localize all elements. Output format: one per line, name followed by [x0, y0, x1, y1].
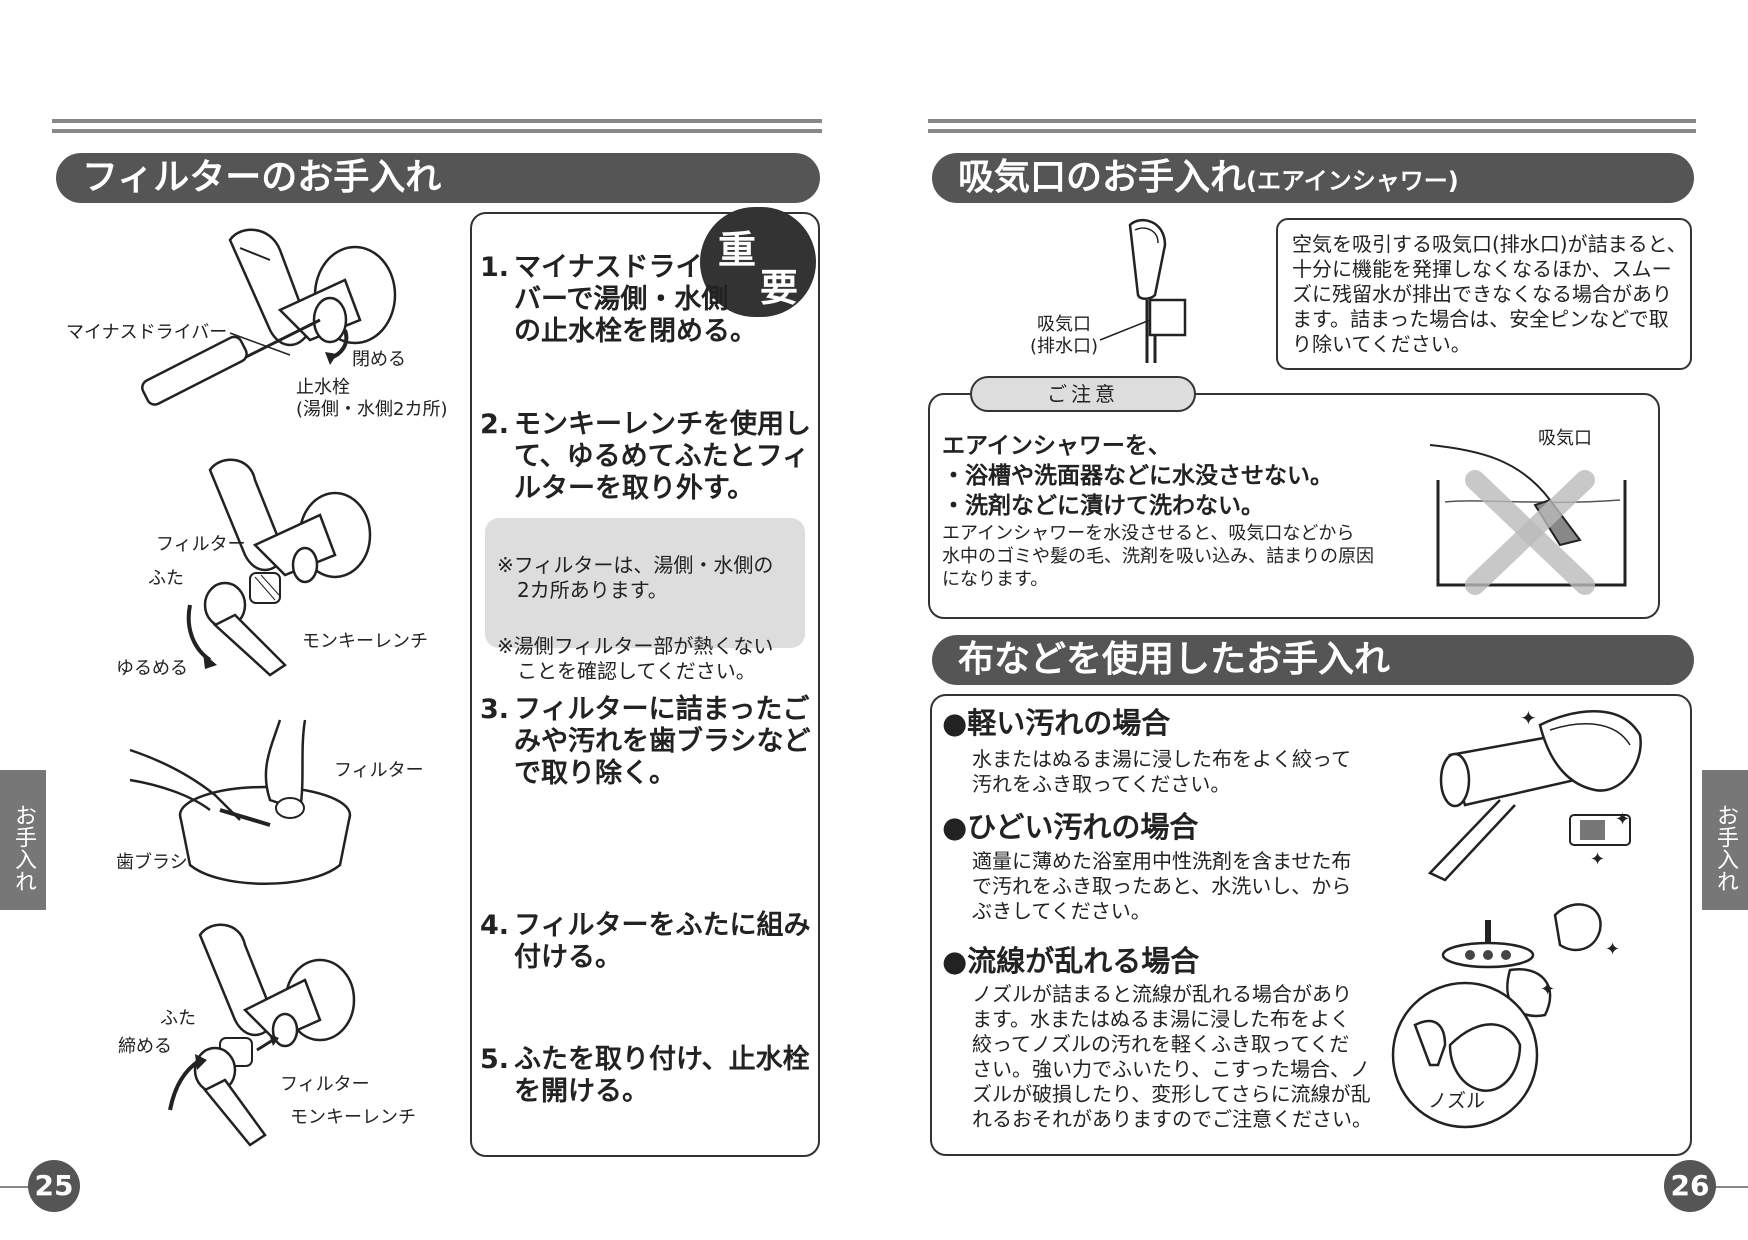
steps-box [470, 212, 820, 1157]
caution-main-text: エアインシャワーを、 ・浴槽や洗面器などに水没させない。 ・洗剤などに漬けて洗わ… [942, 433, 1333, 519]
label-toothbrush: 歯ブラシ [116, 852, 188, 873]
label-wrench-1: モンキーレンチ [302, 631, 428, 652]
label-lid-2: ふた [160, 1008, 196, 1029]
top-rule-left-1 [52, 119, 822, 123]
step-2: 2.モンキーレンチを使用し て、ゆるめてふたとフィ ルターを取り外す。 [480, 409, 811, 505]
step-2-text: モンキーレンチを使用し て、ゆるめてふたとフィ ルターを取り外す。 [514, 409, 811, 504]
step-1-number: 1. [480, 252, 510, 283]
step-4-number: 4. [480, 910, 510, 941]
top-rule-left-2 [52, 129, 822, 133]
top-rule-right-2 [928, 129, 1696, 133]
section-banner-filter: フィルターのお手入れ [56, 153, 820, 203]
label-wrench-2: モンキーレンチ [290, 1107, 416, 1128]
intake-info-text: 空気を吸引する吸気口(排水口)が詰まると、 十分に機能を発揮しなくなるほか、スム… [1292, 232, 1687, 356]
label-filter-2: フィルター [334, 760, 424, 781]
svg-text:✦: ✦ [1520, 706, 1537, 730]
step-5-number: 5. [480, 1044, 510, 1075]
section-banner-air-intake: 吸気口のお手入れ(エアインシャワー) [932, 153, 1694, 203]
label-caution-intake: 吸気口 [1538, 428, 1592, 449]
svg-text:✦: ✦ [1615, 809, 1630, 830]
banner-air-intake-main: 吸気口のお手入れ [958, 157, 1247, 198]
page-number-right: 26 [1664, 1160, 1716, 1212]
heading-light-dirt: ●軽い汚れの場合 [942, 706, 1171, 740]
caution-title-pill: ご注意 [970, 376, 1196, 412]
page-number-line-right [1700, 1186, 1748, 1188]
banner-air-intake-sub: (エアインシャワー) [1246, 167, 1459, 195]
intake-info-box [1276, 218, 1692, 370]
nozzle-wipe-illustration: ✦ ✦ [1391, 903, 1620, 1129]
caution-detail-text: エアインシャワーを水没させると、吸気口などから 水中のゴミや髪の毛、洗剤を吸い込… [942, 523, 1374, 590]
faucet-wipe-illustration: ✦ ✦ ✦ [1427, 706, 1642, 882]
step-1: 1.マイナスドライ バーで湯側・水側 の止水栓を閉める。 [480, 252, 757, 348]
side-tab-right: お手入れ [1702, 770, 1748, 910]
page-number-line-left [0, 1186, 40, 1188]
faucet-wrench-tighten-illustration [168, 923, 356, 1147]
label-filter-1: フィルター [156, 534, 246, 555]
body-disturbed-stream: ノズルが詰まると流線が乱れる場合があり ます。水またはぬるま湯に浸した布をよく … [972, 982, 1372, 1131]
body-light-dirt: 水またはぬるま湯に浸した布をよく絞って 汚れをふき取ってください。 [972, 747, 1351, 796]
section-banner-cloth-cleaning: 布などを使用したお手入れ [932, 635, 1694, 685]
heading-heavy-dirt: ●ひどい汚れの場合 [942, 810, 1199, 844]
filter-note: ※フィルターは、湯側・水側の 2カ所あります。 ※湯側フィルター部が熱くない こ… [485, 518, 805, 683]
shower-head-illustration [1128, 218, 1187, 363]
important-badge: 重 要 [700, 207, 816, 317]
step-3: 3.フィルターに詰まったご みや汚れを歯ブラシなど で取り除く。 [480, 694, 810, 790]
top-rule-right-1 [928, 119, 1696, 123]
leader-line-intake [1099, 319, 1151, 341]
label-intake: 吸気口 (排水口) [1030, 314, 1099, 357]
label-nozzle: ノズル [1428, 1090, 1486, 1112]
step-1-text: マイナスドライ バーで湯側・水側 の止水栓を閉める。 [514, 252, 757, 347]
svg-text:✦: ✦ [1590, 849, 1605, 870]
faucet-screwdriver-illustration [141, 228, 397, 406]
faucet-wrench-loosen-illustration [186, 458, 372, 677]
step-5: 5.ふたを取り付け、止水栓 を開ける。 [480, 1044, 810, 1108]
step-2-number: 2. [480, 409, 510, 440]
label-loosen: ゆるめる [116, 658, 188, 679]
svg-text:✦: ✦ [1605, 939, 1620, 960]
toothbrush-cleaning-illustration [129, 719, 352, 885]
label-filter-3: フィルター [280, 1074, 370, 1095]
heading-disturbed-stream: ●流線が乱れる場合 [942, 944, 1200, 978]
step-5-text: ふたを取り付け、止水栓 を開ける。 [514, 1044, 810, 1107]
step-3-number: 3. [480, 694, 510, 725]
note-2: ※湯側フィルター部が熱くない ことを確認してください。 [497, 634, 774, 683]
no-submerge-illustration [1429, 444, 1627, 595]
svg-text:✦: ✦ [1540, 979, 1555, 1000]
leader-line-screwdriver [229, 332, 291, 356]
page-number-left: 25 [28, 1160, 80, 1212]
badge-char-2: 要 [760, 266, 799, 310]
note-1: ※フィルターは、湯側・水側の 2カ所あります。 [497, 553, 774, 602]
step-3-text: フィルターに詰まったご みや汚れを歯ブラシなど で取り除く。 [514, 694, 811, 789]
label-stopcock: 止水栓 (湯側・水側2カ所) [296, 377, 448, 420]
label-screwdriver: マイナスドライバー [66, 322, 228, 343]
label-close: 閉める [352, 349, 406, 370]
label-tighten: 締める [118, 1036, 172, 1057]
step-4-text: フィルターをふたに組み 付ける。 [514, 910, 811, 973]
label-lid-1: ふた [148, 568, 184, 589]
badge-char-1: 重 [718, 228, 757, 272]
side-tab-left: お手入れ [0, 770, 46, 910]
step-4: 4.フィルターをふたに組み 付ける。 [480, 910, 810, 974]
body-heavy-dirt: 適量に薄めた浴室用中性洗剤を含ませた布 で汚れをふき取ったあと、水洗いし、から … [972, 849, 1352, 923]
